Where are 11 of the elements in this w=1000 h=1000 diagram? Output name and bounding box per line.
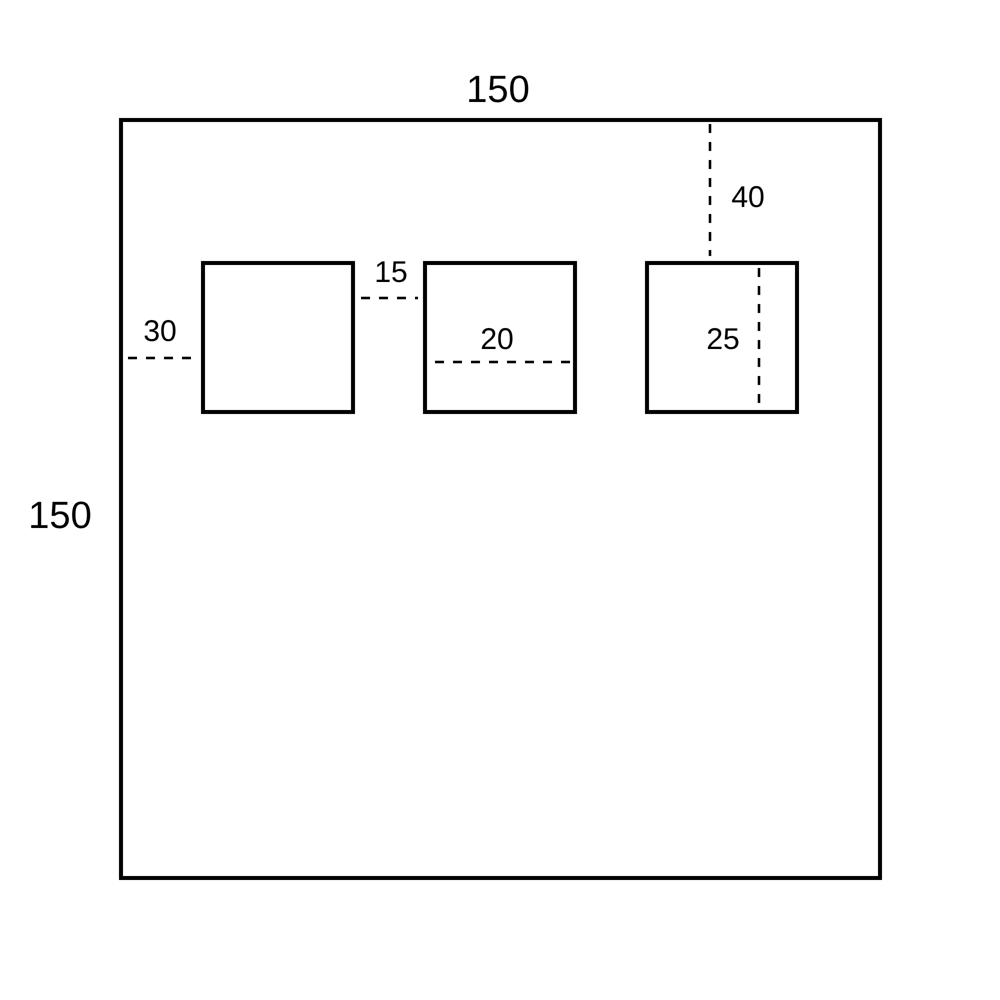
inner-square: [645, 261, 799, 414]
inner-square: [423, 261, 577, 414]
outer-square: [119, 118, 882, 880]
inner-square: [201, 261, 355, 414]
dimension-label: 25: [706, 325, 740, 355]
dimension-label: 20: [480, 325, 514, 355]
dimension-label: 30: [143, 317, 177, 347]
dimension-label: 150: [466, 71, 530, 109]
dimension-label: 150: [28, 497, 92, 535]
dimension-label: 15: [374, 258, 408, 288]
dimension-label: 40: [731, 183, 765, 213]
